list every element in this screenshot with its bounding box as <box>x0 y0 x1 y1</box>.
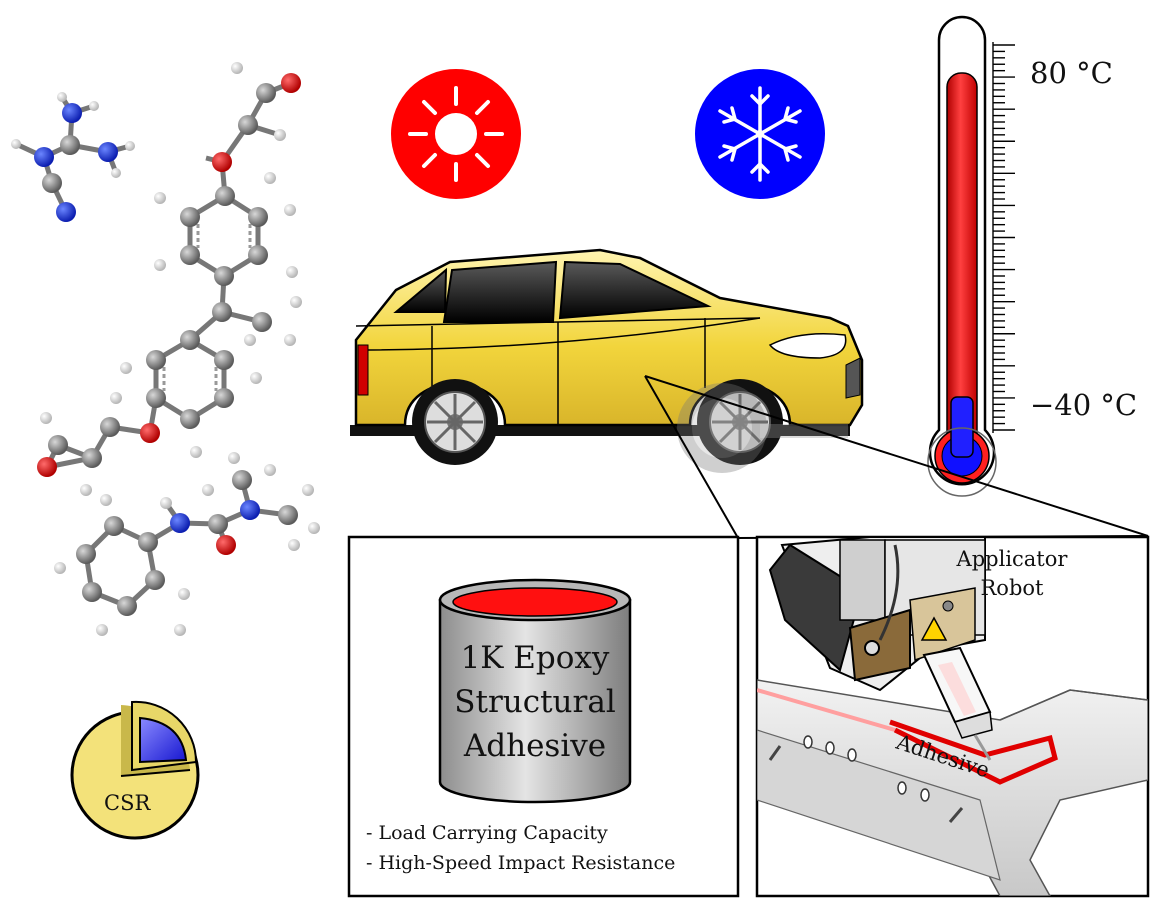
applicator-robot-icon <box>768 537 993 761</box>
robot-label-line1: Applicator <box>956 547 1069 571</box>
high-temperature-label: 80 °C <box>1030 56 1113 90</box>
molecule-icon <box>11 62 320 636</box>
robot-panel: Adhesive Applicator Robot <box>755 535 1150 898</box>
urone-molecule <box>54 452 320 636</box>
sun-icon <box>391 69 521 199</box>
ghost-wheel <box>677 383 848 473</box>
can-label-line2: Structural <box>454 684 615 720</box>
property-item-1: - Load Carrying Capacity <box>366 822 608 844</box>
adhesive-bead <box>889 719 1058 785</box>
low-temperature-label: −40 °C <box>1030 388 1137 422</box>
robot-label-line2: Robot <box>981 576 1045 600</box>
can-label-line1: 1K Epoxy <box>461 640 610 676</box>
property-item-2: - High-Speed Impact Resistance <box>366 852 675 874</box>
car-icon <box>350 248 864 473</box>
car-body-part: Adhesive <box>757 679 1148 896</box>
snowflake-icon <box>695 69 825 199</box>
thermometer-icon: 80 °C −40 °C <box>927 15 1137 497</box>
rear-wheel <box>697 379 783 465</box>
adhesive-can-icon <box>438 578 632 804</box>
adhesive-panel: 1K Epoxy Structural Adhesive - Load Carr… <box>347 535 740 898</box>
csr-label: CSR <box>104 791 151 815</box>
front-wheel <box>412 379 498 465</box>
thermometer-scale <box>993 44 1015 431</box>
core-shell-particle-icon: CSR <box>70 700 200 840</box>
epoxy-resin-molecule <box>37 62 302 496</box>
can-label-line3: Adhesive <box>463 728 606 764</box>
